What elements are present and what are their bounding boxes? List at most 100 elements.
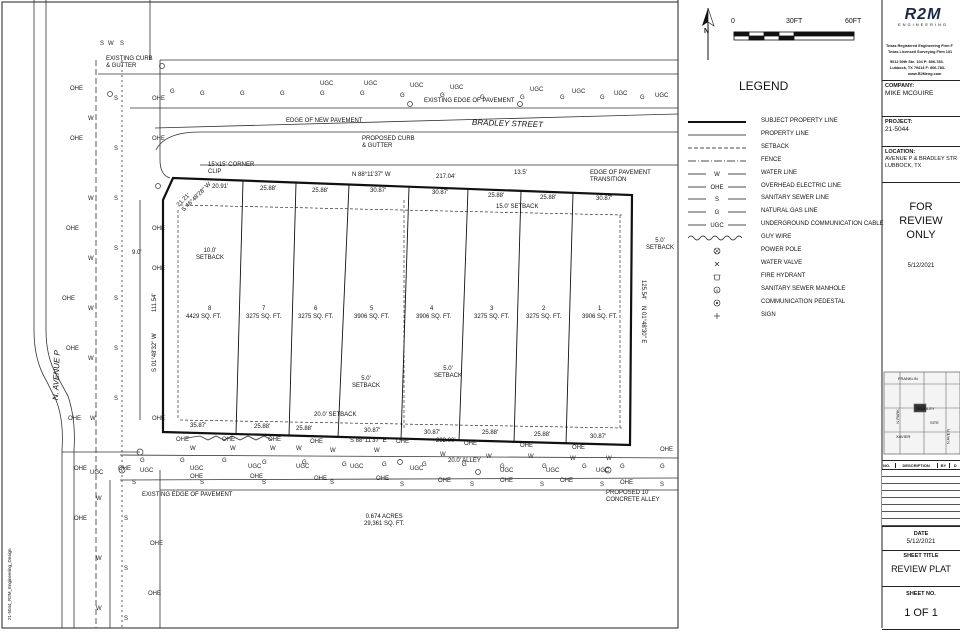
legend-symbol-icon	[688, 134, 746, 136]
svg-text:OHE: OHE	[118, 466, 131, 472]
legend-item: OHE OVERHEAD ELECTRIC LINE	[688, 181, 880, 193]
svg-text:OHE: OHE	[150, 541, 163, 547]
legend-item: GUY WIRE	[688, 232, 880, 244]
svg-text:W: W	[330, 448, 336, 454]
svg-text:OHE: OHE	[74, 516, 87, 522]
svg-text:UGC: UGC	[500, 468, 514, 474]
svg-text:OHE: OHE	[560, 478, 573, 484]
lot-top-dim: 30.87'	[596, 196, 613, 202]
svg-text:OHE: OHE	[70, 86, 83, 92]
date-value: 5/12/2021	[906, 538, 936, 545]
legend-symbol-icon: S	[688, 197, 746, 203]
svg-text:W: W	[230, 446, 236, 452]
svg-text:S: S	[132, 480, 136, 486]
legend-item-label: SANITARY SEWER LINE	[761, 195, 830, 202]
scale-label-30: 30FT	[786, 18, 803, 25]
svg-text:S: S	[124, 616, 128, 622]
rev-col-desc: DESCRIPTION	[896, 462, 938, 468]
lot-bottom-dim: 25.88'	[482, 430, 499, 436]
svg-text:G: G	[200, 91, 205, 97]
lot-number: 7	[262, 306, 266, 312]
svg-text:S: S	[330, 480, 334, 486]
legend-item-label: POWER POLE	[761, 247, 802, 253]
bearing-left: S 01°48'32" W	[152, 333, 158, 372]
vicinity-street-franklin: FRANKLIN	[898, 376, 918, 381]
location-cell: LOCATION: AVENUE P & BRADLEY STR LUBBOCK…	[882, 146, 960, 183]
bearing-top-total: 217.04'	[436, 174, 456, 180]
rev-col-no: NO.	[882, 462, 896, 468]
svg-text:G: G	[320, 91, 325, 97]
svg-text:G: G	[170, 89, 175, 95]
company-label: COMPANY:	[885, 83, 915, 89]
lot-area: 3275 SQ. FT.	[474, 314, 510, 320]
svg-text:OHE: OHE	[500, 478, 513, 484]
scale-bar	[733, 31, 855, 41]
title-block: R2M ENGINEERING Texas Registered Enginee…	[882, 0, 960, 628]
svg-text:UGC: UGC	[364, 81, 378, 87]
svg-text:OHE: OHE	[268, 437, 281, 443]
svg-text:S: S	[470, 482, 474, 488]
svg-text:G: G	[382, 462, 387, 468]
svg-text:S: S	[124, 566, 128, 572]
lot-bottom-dim: 30.87'	[364, 428, 381, 434]
svg-text:OHE: OHE	[250, 474, 263, 480]
bearing-top: N 88°11'37" W	[352, 172, 391, 178]
legend-item-label: SANITARY SEWER MANHOLE	[761, 285, 846, 292]
legend-item: WATER VALVE	[688, 258, 880, 270]
svg-text:G: G	[462, 462, 467, 468]
vicinity-map	[883, 371, 960, 455]
svg-text:G: G	[262, 460, 267, 466]
lot-top-dim: 25.88'	[260, 186, 277, 192]
scale-label-60: 60FT	[845, 18, 862, 25]
lot-bottom-dim: 30.87'	[590, 434, 607, 440]
legend-item-label: OVERHEAD ELECTRIC LINE	[761, 182, 842, 189]
legend-symbol-icon	[714, 261, 720, 267]
legend-item-label: SETBACK	[761, 143, 790, 150]
svg-text:UGC: UGC	[248, 464, 262, 470]
dim-13-5: 13.5'	[514, 170, 527, 176]
legend-item: COMMUNICATION PEDESTAL	[688, 297, 880, 309]
svg-text:UGC: UGC	[572, 89, 586, 95]
sheet-no-cell: SHEET NO. 1 OF 1	[882, 586, 960, 630]
note-transition: EDGE OF PAVEMENT TRANSITION	[590, 170, 651, 183]
legend-symbol-icon: S	[713, 286, 721, 293]
svg-text:OHE: OHE	[148, 591, 161, 597]
avenue-p-lines	[33, 0, 171, 628]
svg-text:G: G	[180, 458, 185, 464]
svg-text:S: S	[124, 516, 128, 522]
svg-text:G: G	[600, 95, 605, 101]
company-cell: COMPANY: MIKE MCGUIRE	[882, 80, 960, 117]
plan-symbols	[62, 63, 612, 475]
svg-text:OHE: OHE	[70, 136, 83, 142]
lot-top-dim: 30.87'	[370, 188, 387, 194]
note-setback-5-right: 5.0' SETBACK	[646, 238, 675, 251]
revision-header: NO. DESCRIPTION BY D	[882, 461, 960, 470]
note-corner-clip: 15'x15' CORNER CLIP	[208, 162, 255, 175]
svg-text:UGC: UGC	[546, 468, 560, 474]
svg-text:OHE: OHE	[710, 185, 723, 191]
svg-text:S: S	[540, 482, 544, 488]
svg-text:UGC: UGC	[350, 464, 364, 470]
firm-registration-2: Texas Licensed Surveying Firm 101	[888, 50, 953, 54]
lot-bottom-dim: 25.88'	[296, 426, 313, 432]
svg-text:OHE: OHE	[66, 346, 79, 352]
svg-text:OHE: OHE	[660, 447, 673, 453]
scale-label-0: 0	[731, 18, 735, 25]
project-value: 21-5044	[885, 126, 909, 133]
note-alley: 20.0' ALLEY	[448, 458, 481, 464]
svg-text:G: G	[582, 464, 587, 470]
lot-top-dim: 25.88'	[488, 193, 505, 199]
svg-text:W: W	[440, 452, 446, 458]
legend-item: FENCE	[688, 155, 880, 167]
svg-text:W: W	[570, 456, 576, 462]
legend-item-label: NATURAL GAS LINE	[761, 208, 818, 215]
note-proposed-curb: PROPOSED CURB & GUTTER	[362, 136, 415, 149]
legend-symbol-icon: W	[688, 172, 746, 178]
svg-text:UGC: UGC	[710, 223, 724, 229]
legend-item-label: SUBJECT PROPERTY LINE	[761, 118, 838, 124]
svg-text:W: W	[108, 41, 114, 47]
legend-item: G NATURAL GAS LINE	[688, 206, 880, 218]
svg-text:G: G	[715, 210, 720, 216]
lot-area: 3906 SQ. FT.	[354, 314, 390, 320]
svg-text:UGC: UGC	[320, 81, 334, 87]
